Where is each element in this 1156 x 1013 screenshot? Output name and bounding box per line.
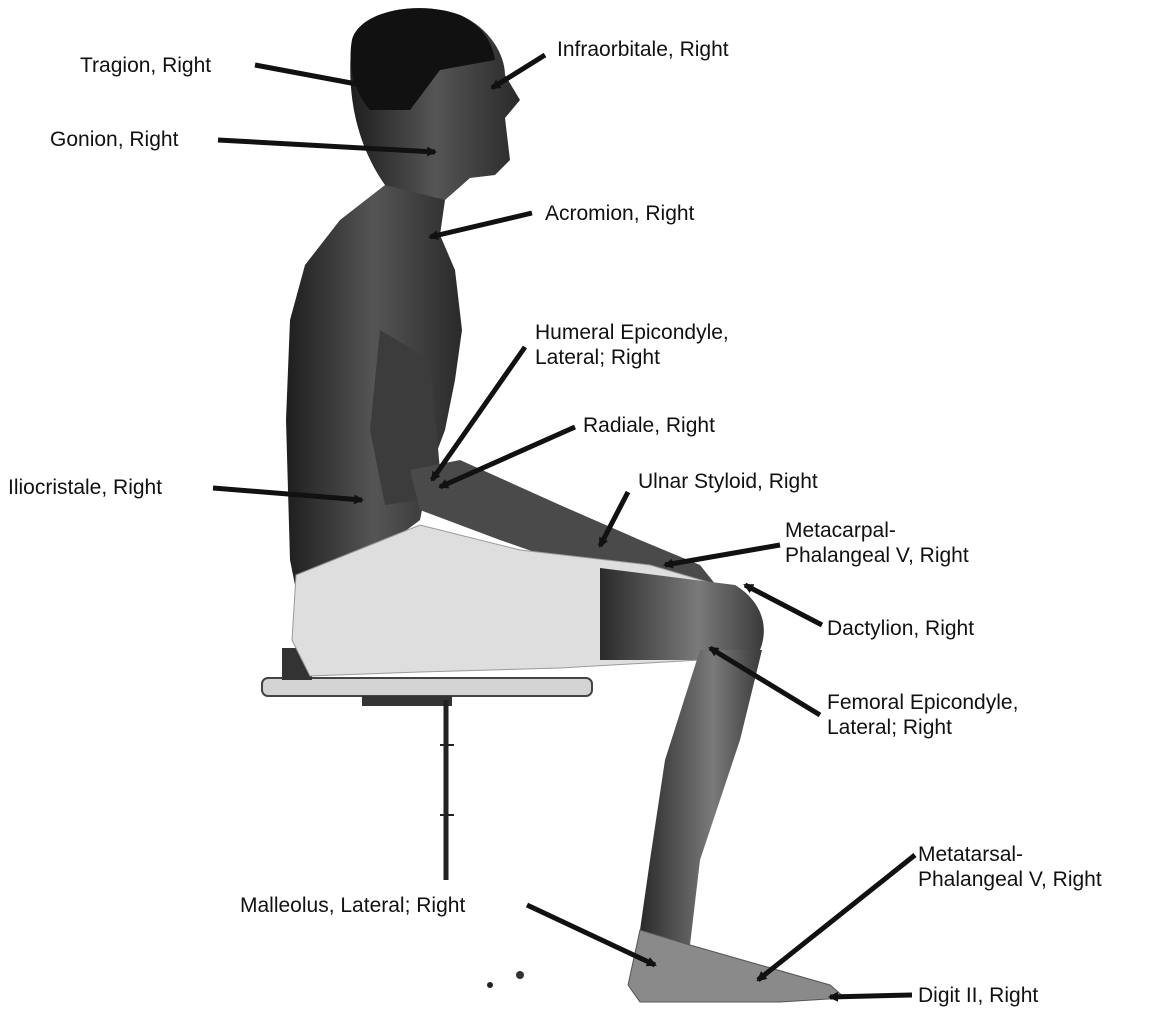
label-line: Lateral; Right [535, 345, 729, 370]
label-line: Infraorbitale, Right [557, 37, 729, 62]
label-line: Malleolus, Lateral; Right [240, 893, 465, 918]
label-line: Phalangeal V, Right [785, 543, 969, 568]
arrow-digit [830, 995, 912, 997]
label-metacarpal-phalangeal: Metacarpal- Phalangeal V, Right [785, 518, 969, 568]
label-humeral-epicondyle: Humeral Epicondyle, Lateral; Right [535, 320, 729, 370]
label-line: Gonion, Right [50, 127, 178, 152]
label-line: Metacarpal- [785, 518, 969, 543]
label-line: Tragion, Right [80, 53, 211, 78]
label-digit-ii: Digit II, Right [918, 983, 1038, 1008]
stool [262, 648, 592, 988]
label-dactylion: Dactylion, Right [827, 616, 974, 641]
label-line: Lateral; Right [827, 715, 1018, 740]
label-line: Phalangeal V, Right [918, 867, 1102, 892]
label-line: Humeral Epicondyle, [535, 320, 729, 345]
label-line: Femoral Epicondyle, [827, 690, 1018, 715]
label-line: Ulnar Styloid, Right [638, 469, 818, 494]
label-radiale: Radiale, Right [583, 413, 715, 438]
label-ulnar-styloid: Ulnar Styloid, Right [638, 469, 818, 494]
label-line: Digit II, Right [918, 983, 1038, 1008]
label-acromion: Acromion, Right [545, 201, 694, 226]
label-malleolus: Malleolus, Lateral; Right [240, 893, 465, 918]
label-iliocristale: Iliocristale, Right [8, 475, 162, 500]
label-line: Radiale, Right [583, 413, 715, 438]
label-gonion: Gonion, Right [50, 127, 178, 152]
label-line: Iliocristale, Right [8, 475, 162, 500]
label-infraorbitale: Infraorbitale, Right [557, 37, 729, 62]
seated-person-silhouette [286, 8, 845, 1002]
label-femoral-epicondyle: Femoral Epicondyle, Lateral; Right [827, 690, 1018, 740]
arrow-metacarpal [665, 545, 780, 565]
arrow-metatarsal [758, 855, 915, 980]
arrow-malleolus [527, 905, 655, 965]
label-metatarsal-phalangeal: Metatarsal- Phalangeal V, Right [918, 842, 1102, 892]
label-line: Metatarsal- [918, 842, 1102, 867]
arrow-acromion [430, 213, 532, 237]
label-tragion: Tragion, Right [80, 53, 211, 78]
label-line: Acromion, Right [545, 201, 694, 226]
label-line: Dactylion, Right [827, 616, 974, 641]
